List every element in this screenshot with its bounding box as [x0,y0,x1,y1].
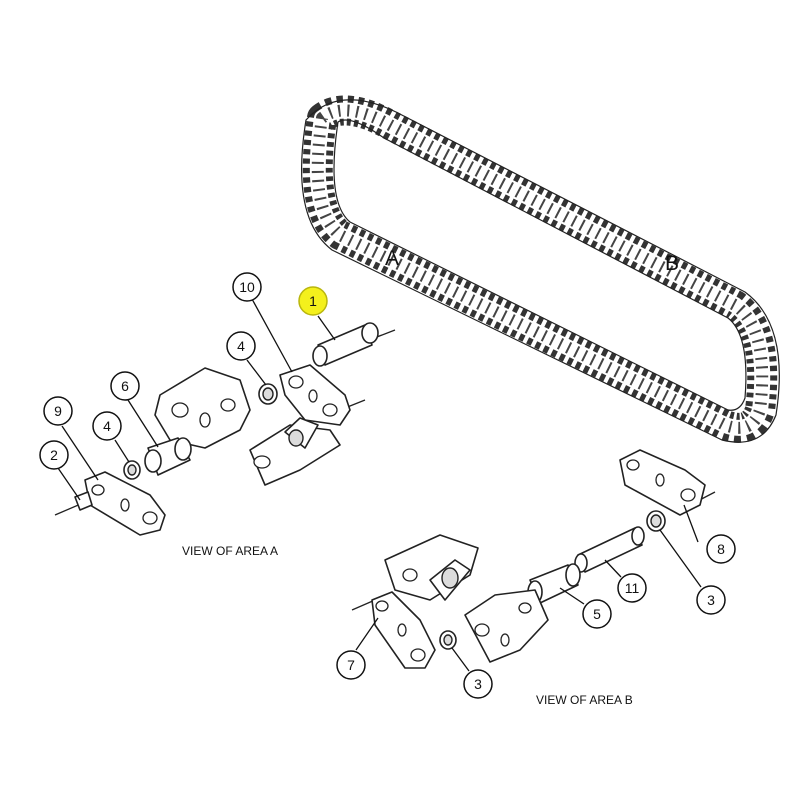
callout-10[interactable]: 10 [232,272,262,302]
callout-8[interactable]: 8 [706,534,736,564]
link-assembly-right [249,417,341,486]
link-part-9 [84,471,166,536]
area-label-a: A [385,247,399,270]
master-pin-part [312,322,379,367]
callout-1-label: 1 [309,293,317,309]
callout-1[interactable]: 1 [298,286,328,316]
callout-4-top-label: 4 [237,338,245,354]
callout-11-label: 11 [625,580,640,596]
callout-3-right[interactable]: 3 [696,585,726,615]
area-label-b: B [665,252,679,275]
callout-6[interactable]: 6 [110,371,140,401]
callout-2-label: 2 [50,447,58,463]
bushing-part-6 [144,437,192,476]
caption-view-of-area-a: VIEW OF AREA A [182,544,278,558]
seal-part-left [123,460,141,480]
callout-8-label: 8 [717,541,725,557]
callout-10-label: 10 [239,279,255,295]
leader-lines [57,298,702,672]
callout-3-bottom-label: 3 [474,676,482,692]
callout-2[interactable]: 2 [39,440,69,470]
link-part-7 [371,591,436,669]
link-assembly-middle [154,367,251,449]
callout-6-label: 6 [121,378,129,394]
callout-4-left-label: 4 [103,418,111,434]
seal-part-right [646,510,666,532]
seal-part-top [258,383,278,405]
callout-5[interactable]: 5 [582,599,612,629]
callout-4-left[interactable]: 4 [92,411,122,441]
caption-view-of-area-b: VIEW OF AREA B [536,693,633,707]
link-assembly-bottom [464,589,549,663]
track-chain-loop [301,95,780,443]
callout-3-right-label: 3 [707,592,715,608]
callout-9-label: 9 [54,403,62,419]
callout-7-label: 7 [347,657,355,673]
callout-9[interactable]: 9 [43,396,73,426]
lock-part-2 [74,491,93,511]
callout-5-label: 5 [593,606,601,622]
link-part-10 [279,364,351,426]
callout-3-bottom[interactable]: 3 [463,669,493,699]
seal-part-bottom [439,630,457,650]
link-assembly-top [384,534,479,601]
area-a-exploded-view [54,322,396,536]
callout-4-top[interactable]: 4 [226,331,256,361]
link-part-8 [619,449,706,516]
area-b-exploded-view [351,449,716,669]
callout-7[interactable]: 7 [336,650,366,680]
callout-11[interactable]: 11 [617,573,647,603]
